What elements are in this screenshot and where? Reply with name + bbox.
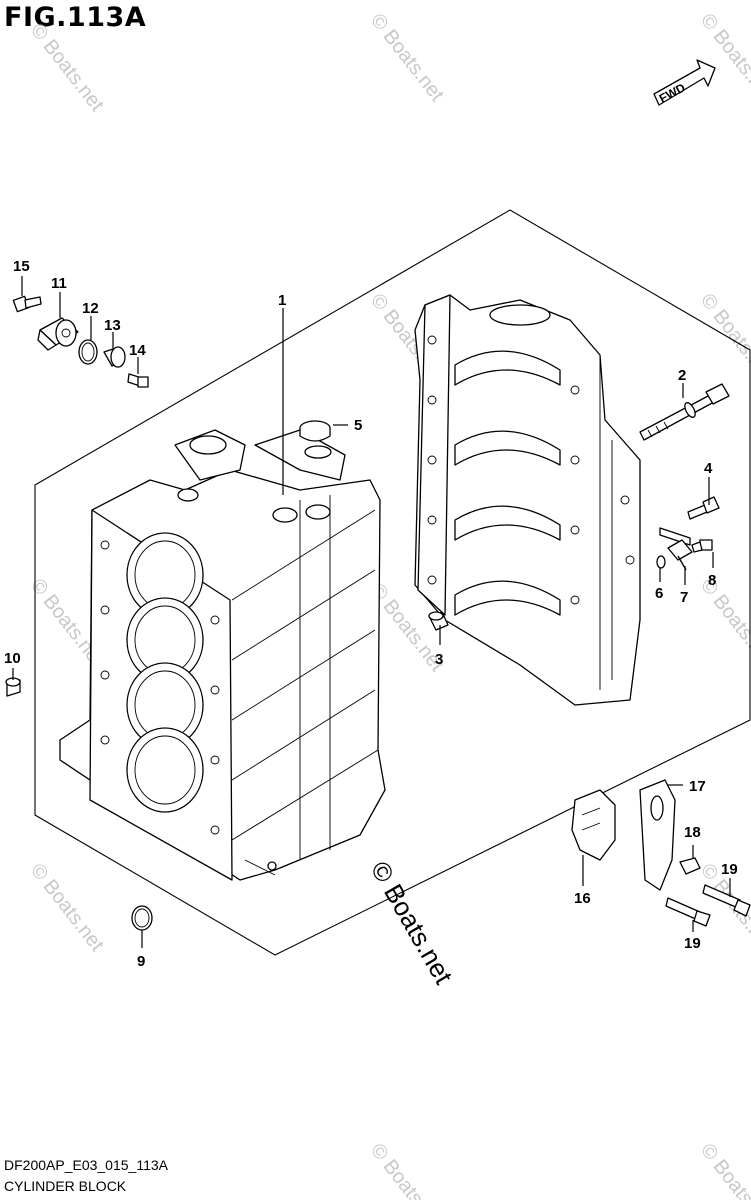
watermark-text: © Boats.net	[26, 20, 108, 116]
callout-10: 10	[4, 650, 21, 667]
watermark-text: © Boats.net	[696, 290, 751, 386]
bolt-8-drawing	[691, 539, 713, 553]
small-parts-drawings	[5, 295, 751, 931]
callout-2: 2	[678, 367, 686, 384]
callout-labels: 1 2 3 4 5 6 7 8 9 10 11 12 13 14 15 16 1…	[4, 258, 738, 970]
nut-18-drawing	[679, 857, 701, 875]
watermark-text-prominent: © Boats.net	[365, 856, 459, 990]
callout-17: 17	[689, 778, 706, 795]
watermark-text: © Boats.net	[366, 10, 448, 106]
plate-17-drawing	[639, 779, 676, 891]
leader-lines	[12, 276, 731, 948]
plug-5-drawing	[299, 420, 332, 459]
callout-7: 7	[680, 589, 688, 606]
cap-11-drawing	[37, 317, 79, 351]
plug-13-drawing	[103, 346, 126, 368]
callout-3: 3	[435, 651, 443, 668]
callout-1: 1	[278, 292, 286, 309]
watermark-text: © Boats.net	[26, 860, 108, 956]
callout-4: 4	[704, 460, 713, 477]
figure-title: FIG.113A	[4, 2, 147, 33]
fwd-arrow-icon: FWD	[653, 59, 716, 106]
callout-9: 9	[137, 953, 145, 970]
watermark-text: © Boats.net	[696, 10, 751, 106]
figure-code-caption: DF200AP_E03_015_113A	[4, 1157, 168, 1173]
assembly-frame	[34, 209, 751, 956]
callout-15: 15	[13, 258, 30, 275]
bolt-2-drawing	[639, 383, 730, 441]
bracket-16-drawing	[571, 789, 616, 861]
watermark-text: © Boats.net	[696, 575, 751, 671]
plug-10-drawing	[5, 677, 21, 697]
figure-name-caption: CYLINDER BLOCK	[4, 1178, 127, 1194]
callout-11: 11	[51, 275, 67, 292]
callout-19-upper: 19	[721, 861, 738, 878]
callout-5: 5	[354, 417, 362, 434]
callout-16: 16	[574, 890, 591, 907]
callout-13: 13	[104, 317, 121, 334]
dowel-pin-3-drawing	[428, 611, 449, 631]
watermark-text: © Boats.net	[696, 1140, 751, 1200]
callout-8: 8	[708, 572, 716, 589]
callout-6: 6	[655, 585, 663, 602]
o-ring-6-drawing	[656, 555, 666, 569]
callout-12: 12	[82, 300, 99, 317]
bolt-15-drawing	[12, 295, 42, 313]
bolt-19-drawing	[665, 897, 711, 927]
bolt-19-drawing	[702, 884, 751, 917]
crankcase-drawing	[414, 294, 641, 706]
bolt-14-drawing	[127, 373, 149, 388]
bolt-4-drawing	[687, 496, 720, 520]
watermark-text: © Boats.net	[366, 1140, 448, 1200]
callout-18: 18	[684, 824, 701, 841]
callout-19-lower: 19	[684, 935, 701, 952]
callout-14: 14	[129, 342, 146, 359]
cylinder-block-drawing	[59, 429, 386, 881]
